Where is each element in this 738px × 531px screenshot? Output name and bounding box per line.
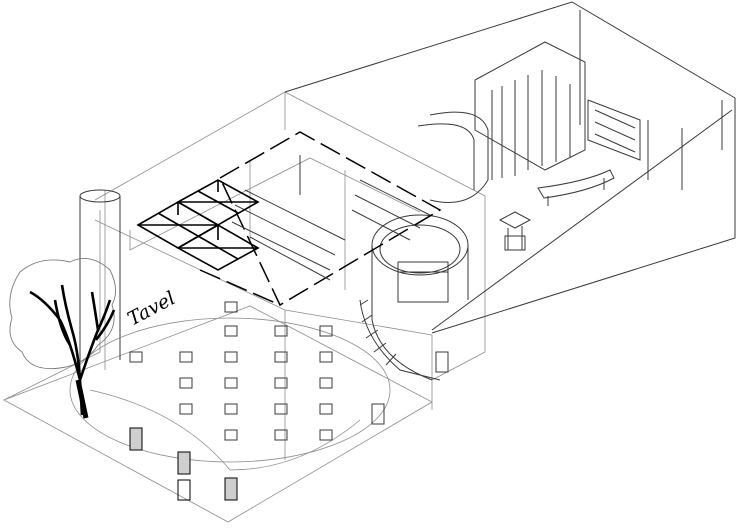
bookshelf-group bbox=[418, 42, 640, 203]
floor-curve bbox=[90, 390, 360, 470]
roof-slats bbox=[232, 155, 430, 280]
cylinder-column bbox=[80, 190, 120, 380]
planter-boxes bbox=[130, 428, 237, 500]
furniture-grid bbox=[130, 302, 448, 440]
reading-desk bbox=[500, 212, 530, 250]
main-building-volume bbox=[95, 92, 485, 460]
truss-module bbox=[138, 180, 258, 270]
floor-ellipse bbox=[70, 318, 390, 462]
roof-frame-dashed bbox=[200, 132, 440, 305]
spiral-stair bbox=[360, 215, 468, 380]
curved-bench bbox=[538, 170, 614, 206]
sign-text: Tavel bbox=[124, 287, 179, 330]
right-wing-volume bbox=[285, 2, 735, 333]
tree bbox=[10, 258, 116, 418]
